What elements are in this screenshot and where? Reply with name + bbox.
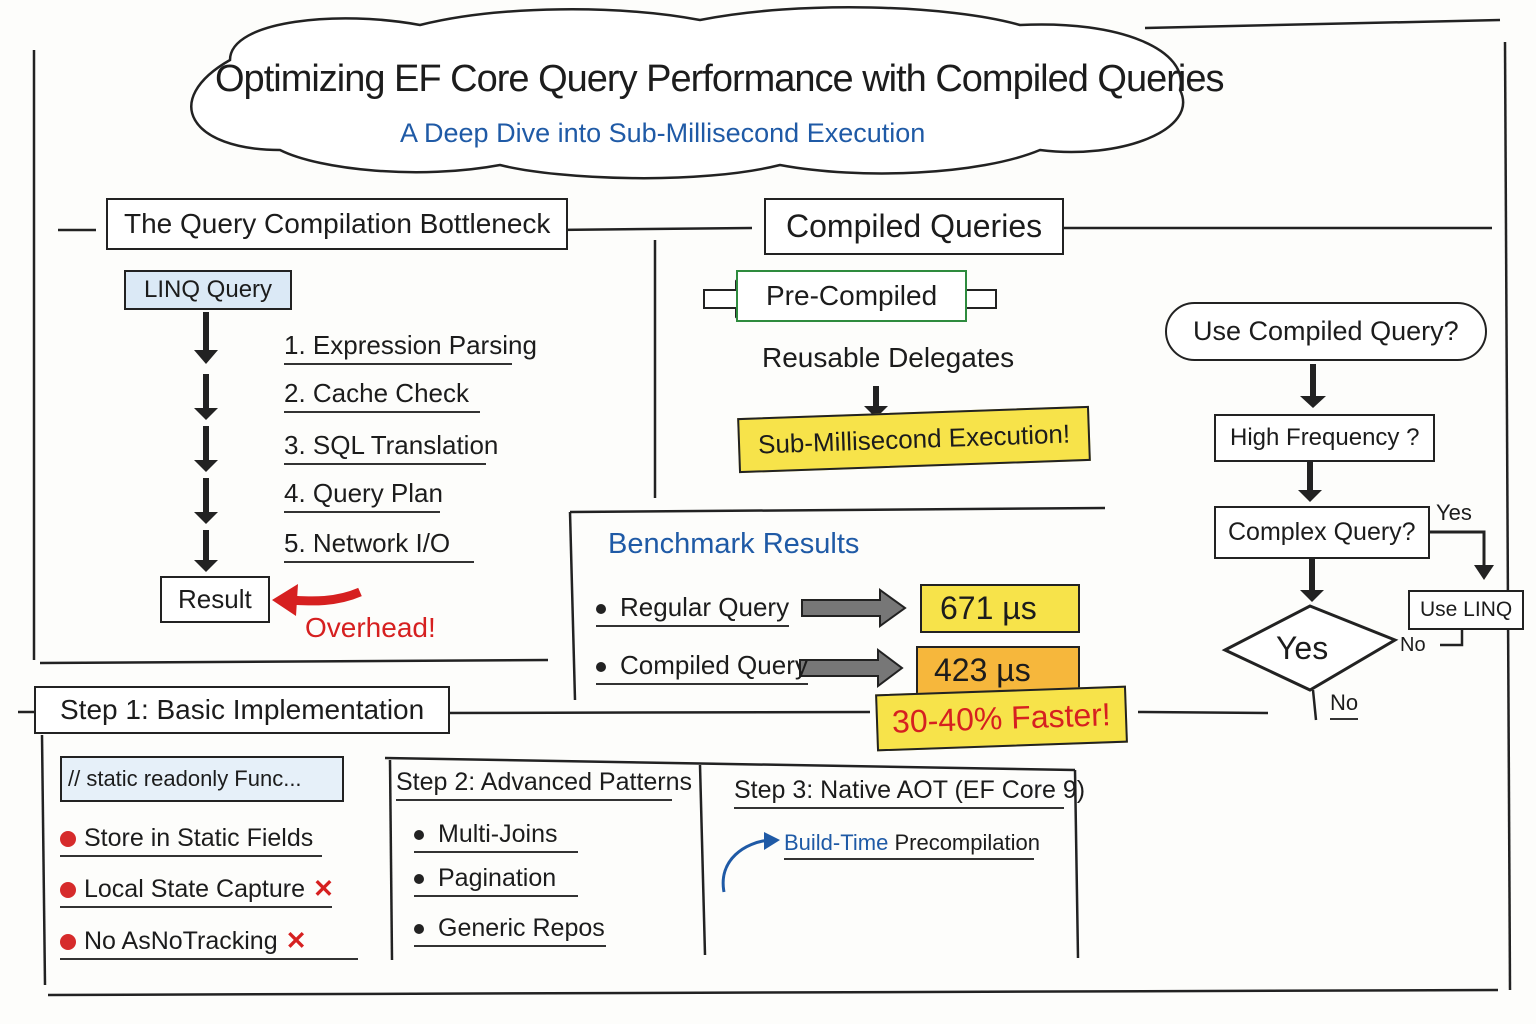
reusable-delegates: Reusable Delegates [762,342,1015,373]
pipeline-step: 3. SQL Translation [284,430,498,465]
warning-icon [60,882,76,899]
pre-compiled-box: Pre-Compiled [736,270,968,322]
complex-query-box: Complex Query? [1214,506,1430,559]
pipeline-step: 2. Cache Check [284,378,480,413]
warning-icon [60,831,76,848]
result-box: Result [160,576,270,623]
step2-item: Generic Repos [414,914,606,947]
decision-diamond-label: Yes [1276,630,1329,666]
step1-item: Local State Capture✕ [60,874,334,908]
use-compiled-question: Use Compiled Query? [1165,302,1487,361]
benchmark-label: Compiled Query [596,650,808,685]
build-time-precompilation: Build-Time Precompilation [784,830,1040,860]
execution-box: Sub-Millisecond Execution! [737,405,1092,474]
benchmark-title: Benchmark Results [608,528,860,560]
no-label: No [1400,634,1426,656]
warning-icon [60,934,76,951]
step2-item: Multi-Joins [414,820,578,853]
pipeline-step: 1. Expression Parsing [284,330,537,365]
step2-title: Step 2: Advanced Patterns [396,768,692,801]
step3-title: Step 3: Native AOT (EF Core 9) [734,776,1085,809]
x-mark-icon: ✕ [285,927,307,955]
pipeline-step: 5. Network I/O [284,528,474,563]
bottleneck-title: The Query Compilation Bottleneck [106,198,569,250]
step1-title: Step 1: Basic Implementation [34,686,451,734]
high-frequency-box: High Frequency ? [1214,414,1436,462]
use-linq-box: Use LINQ [1408,590,1525,630]
overhead-label: Overhead! [305,612,436,643]
benchmark-value: 423 µs [916,646,1080,695]
compiled-queries-title: Compiled Queries [764,198,1065,255]
pipeline-step: 4. Query Plan [284,478,443,513]
page-subtitle: A Deep Dive into Sub-Millisecond Executi… [400,118,926,148]
x-mark-icon: ✕ [312,875,334,903]
overhead-arrow [284,587,362,606]
benchmark-label: Regular Query [596,592,790,627]
code-snippet: // static readonly Func... [60,756,344,802]
page-title: Optimizing EF Core Query Performance wit… [215,58,1224,100]
step1-item: No AsNoTracking✕ [60,926,358,960]
linq-query-box: LINQ Query [124,270,293,310]
yes-label: Yes [1436,500,1472,525]
benchmark-value: 671 µs [920,584,1080,633]
benchmark-arrows [799,588,907,688]
no-label: No [1330,690,1359,720]
faster-badge: 30-40% Faster! [875,685,1128,752]
step1-item: Store in Static Fields [60,824,322,857]
step2-item: Pagination [414,864,578,897]
